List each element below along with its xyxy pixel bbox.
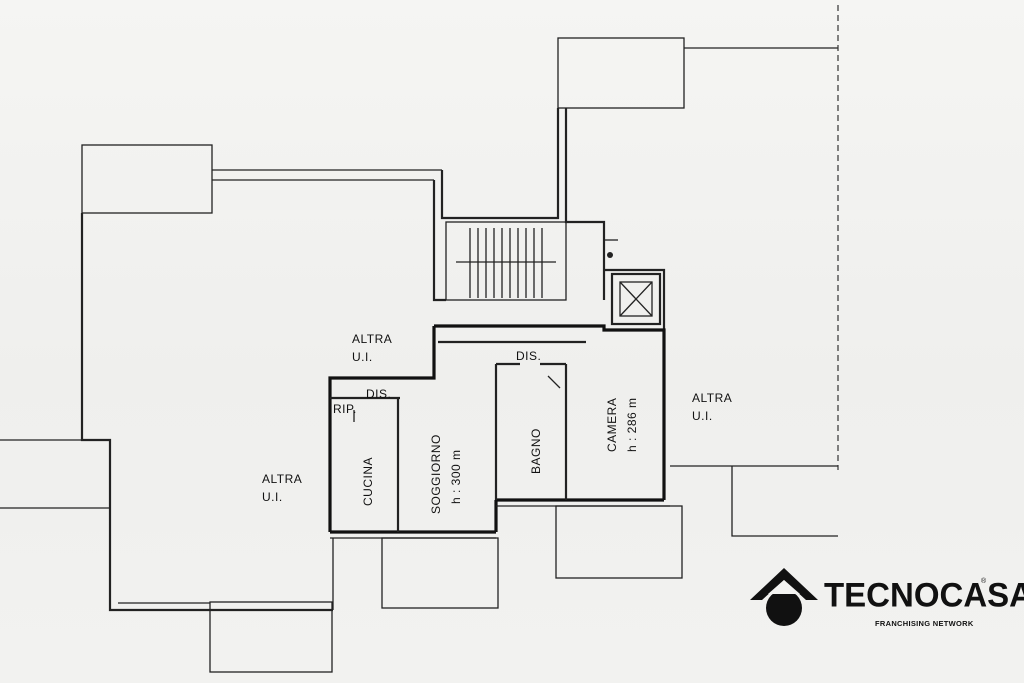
logo-brand-name: TECNOCASA xyxy=(824,575,1024,614)
staircase-steps xyxy=(456,228,556,298)
cucina-label: CUCINA xyxy=(361,457,375,506)
camera-label: CAMERA xyxy=(605,398,619,452)
bottom-balconies xyxy=(332,505,683,610)
bagno-label: BAGNO xyxy=(529,428,543,474)
altra-ui-left-line1: ALTRA xyxy=(262,472,302,486)
soggiorno-label: SOGGIORNO xyxy=(429,434,443,514)
disimpegno-upper-label: DIS. xyxy=(516,349,541,363)
disimpegno-lower-label: DIS. xyxy=(366,387,391,401)
top-right-balcony xyxy=(557,37,838,109)
altra-ui-top-line1: ALTRA xyxy=(352,332,392,346)
right-unit-outline xyxy=(670,465,838,537)
logo-tagline: FRANCHISING NETWORK xyxy=(875,619,974,628)
top-left-balcony xyxy=(81,144,442,214)
ripostiglio-label: RIP. xyxy=(333,402,357,416)
altra-ui-right-line2: U.I. xyxy=(692,409,713,423)
camera-height: h : 286 m xyxy=(625,397,639,452)
soggiorno-height: h : 300 m xyxy=(449,449,463,504)
left-building-outline xyxy=(0,213,333,673)
logo-registered-mark: ® xyxy=(981,578,987,585)
tecnocasa-logo: TECNOCASA ® FRANCHISING NETWORK xyxy=(748,566,1024,632)
house-logo-icon xyxy=(750,568,818,626)
altra-ui-right-line1: ALTRA xyxy=(692,391,732,405)
elevator-shaft xyxy=(610,272,662,326)
stair-core xyxy=(432,108,666,330)
altra-ui-top-line2: U.I. xyxy=(352,350,373,364)
altra-ui-left-line2: U.I. xyxy=(262,490,283,504)
